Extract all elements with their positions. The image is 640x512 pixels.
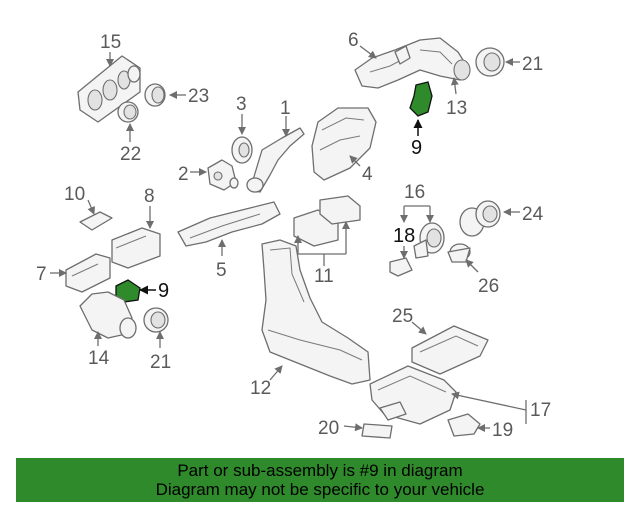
callout-17: 17	[530, 400, 551, 421]
part-2-valve	[207, 159, 239, 191]
part-1-hose	[246, 127, 305, 193]
callout-7: 7	[36, 264, 47, 285]
part-10-clip	[79, 211, 113, 231]
part-5-duct	[177, 201, 281, 247]
leader-lines	[50, 45, 527, 432]
callout-labels: 15 23 22 6 21 13 9 3 1 2 4 10 8 16 24 18…	[36, 30, 551, 441]
callout-11: 11	[314, 266, 334, 287]
callout-21-top: 21	[522, 54, 543, 75]
part-9-highlight-top	[409, 81, 433, 117]
part-16-knob	[413, 222, 445, 259]
callout-20: 20	[318, 418, 339, 439]
callout-1: 1	[280, 98, 291, 119]
callout-22: 22	[120, 144, 141, 165]
callout-16: 16	[404, 182, 425, 203]
callout-23: 23	[188, 86, 209, 107]
callout-2: 2	[178, 164, 189, 185]
banner-line-part-number: Part or sub-assembly is #9 in diagram	[177, 461, 463, 480]
part-7-vent	[65, 253, 111, 293]
callout-9-top: 9	[411, 137, 422, 159]
callout-5: 5	[216, 260, 227, 281]
part-21-vent-top	[475, 47, 505, 77]
banner-line-disclaimer: Diagram may not be specific to your vehi…	[155, 480, 485, 499]
part-25-panel	[411, 325, 489, 375]
callout-13: 13	[446, 98, 467, 119]
callout-19: 19	[492, 420, 513, 441]
callout-15: 15	[100, 32, 121, 53]
callout-4: 4	[362, 164, 373, 185]
part-22-vent-ring	[117, 101, 139, 123]
part-26-plug	[447, 243, 471, 263]
part-23-vent-ring	[144, 83, 166, 107]
callout-10: 10	[64, 184, 85, 205]
callout-25: 25	[392, 306, 413, 327]
part-21-vent-lower	[143, 307, 169, 333]
part-19-clip	[447, 413, 481, 437]
info-banner: Part or sub-assembly is #9 in diagram Di…	[16, 458, 624, 502]
exploded-parts-diagram: 15 23 22 6 21 13 9 3 1 2 4 10 8 16 24 18…	[36, 30, 551, 441]
part-15-vent-panel	[77, 55, 141, 123]
part-17-housing	[369, 365, 457, 425]
callout-18: 18	[393, 225, 415, 247]
callout-8: 8	[144, 186, 155, 207]
part-20-pipe	[361, 423, 393, 439]
callout-24: 24	[522, 204, 544, 225]
part-8-vent	[111, 227, 161, 269]
part-11-blocks	[293, 195, 361, 247]
callout-26: 26	[478, 276, 499, 297]
part-3-knob	[231, 136, 253, 164]
part-18-cap	[389, 257, 413, 277]
callout-14: 14	[88, 348, 110, 369]
part-12-floor-duct	[261, 239, 371, 385]
callout-21-lower: 21	[150, 352, 171, 373]
part-24-vent	[459, 200, 501, 237]
callout-12: 12	[250, 378, 271, 399]
callout-3: 3	[236, 94, 247, 115]
part-6-duct	[354, 37, 471, 89]
callout-6: 6	[348, 30, 359, 51]
callout-9-left: 9	[158, 280, 169, 302]
part-4-duct	[311, 107, 377, 181]
